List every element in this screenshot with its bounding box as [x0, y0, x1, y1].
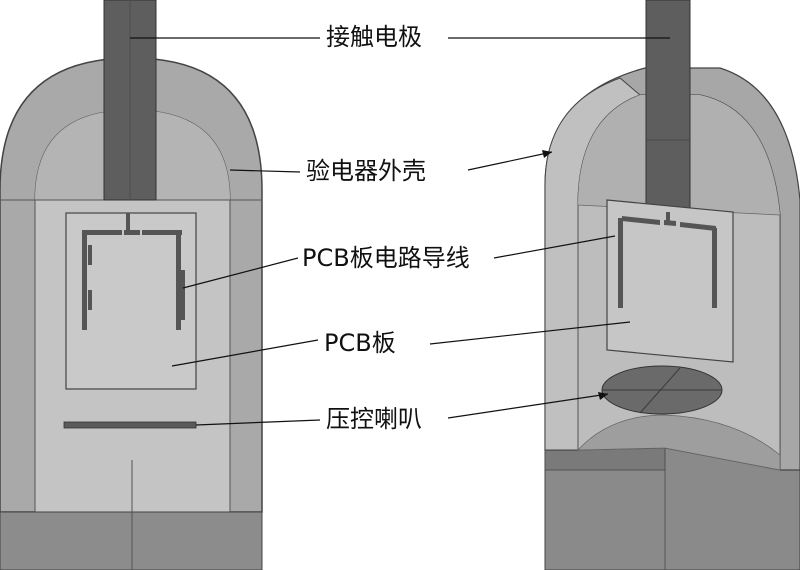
label-piezo-speaker: 压控喇叭: [322, 404, 426, 434]
leader-lines: [130, 37, 670, 426]
right-pcb-board: [606, 199, 734, 363]
label-contact-electrode: 接触电极: [322, 22, 426, 52]
right-contact-electrode: [645, 0, 691, 213]
left-pcb-traces: [82, 213, 185, 330]
right-cutaway-view: [544, 0, 800, 570]
left-piezo-speaker: [63, 421, 197, 429]
leader-arrows: [542, 150, 608, 400]
left-pcb-board: [65, 212, 197, 390]
label-electroscope-shell: 验电器外壳: [302, 156, 430, 186]
left-base: [0, 511, 263, 570]
label-pcb-traces: PCB板电路导线: [298, 243, 474, 273]
right-pcb-traces: [618, 212, 717, 308]
label-pcb-board: PCB板: [320, 328, 400, 358]
left-section-view: [0, 0, 263, 570]
